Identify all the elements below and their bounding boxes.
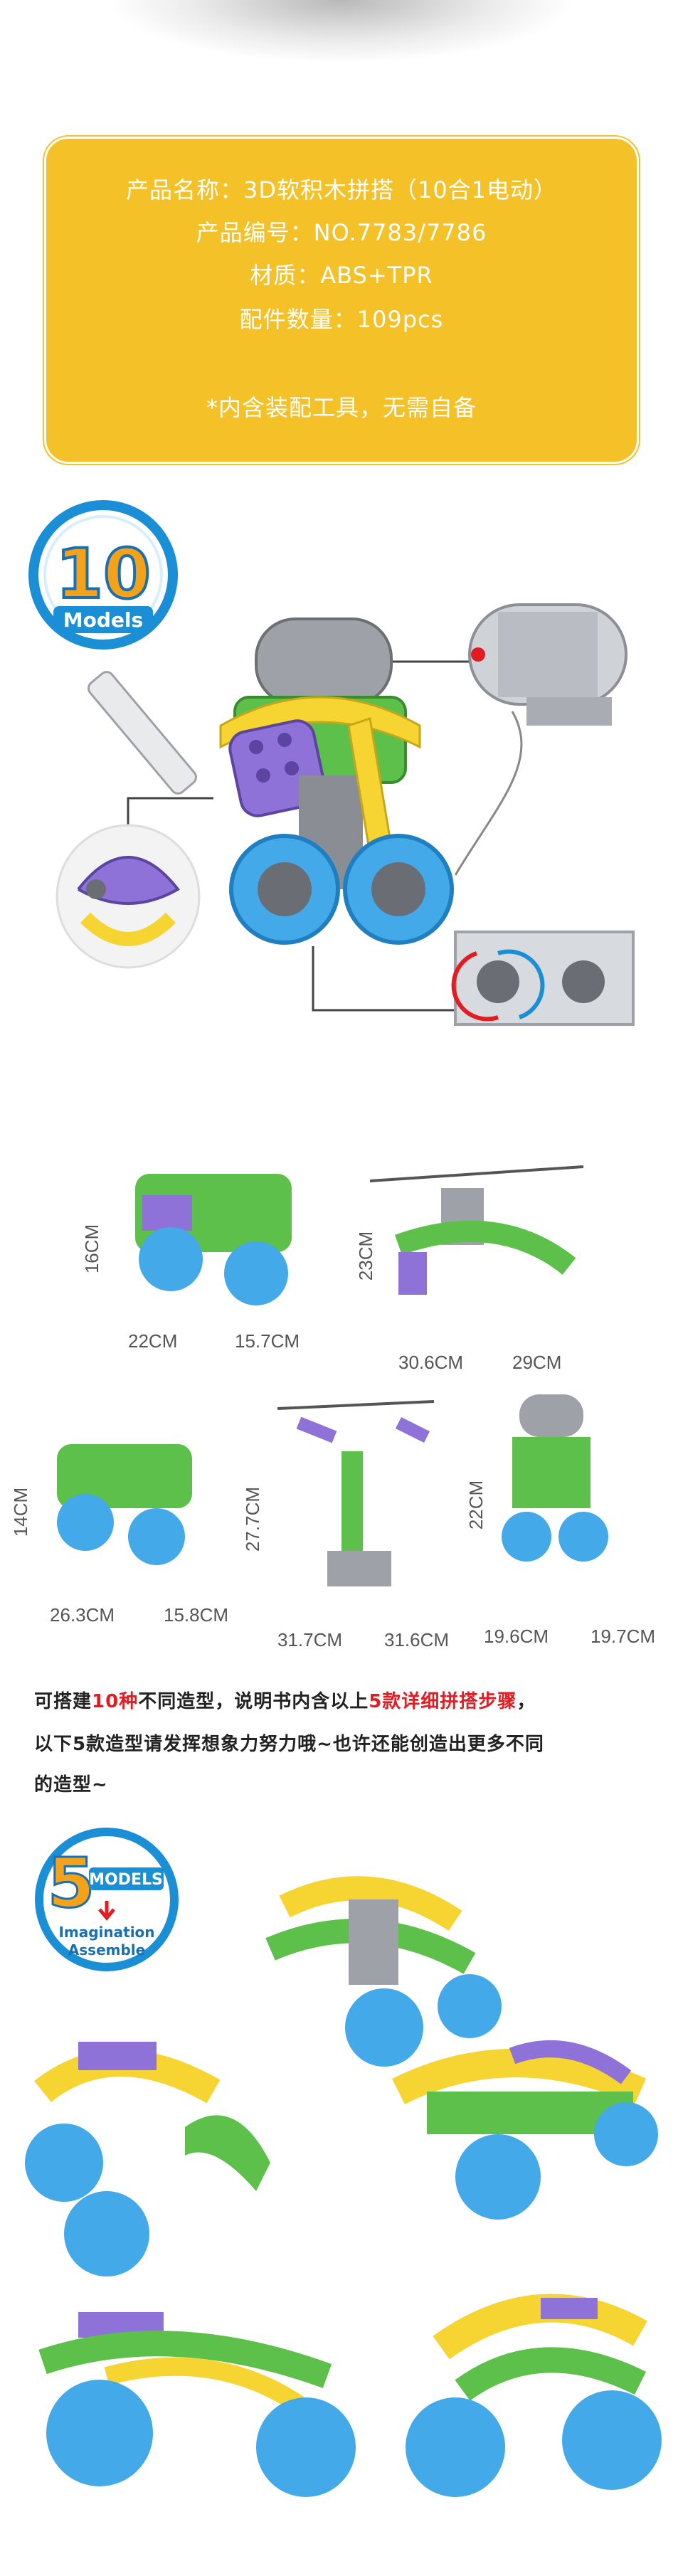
size-gallery-illustrations	[57, 1165, 608, 1586]
model-3-image	[57, 1444, 192, 1565]
connector-closeup	[451, 931, 635, 1026]
model-drone-image	[265, 1876, 502, 2067]
size-gallery: 16CM 22CM 15.7CM 23CM 30.6CM 29CM 14CM 2…	[0, 1138, 683, 1672]
top-shadow	[107, 0, 576, 64]
motor-closeup	[468, 603, 628, 726]
model-3-height: 14CM	[10, 1487, 32, 1537]
badge-five-line1: Imagination	[58, 1924, 154, 1941]
model-racer-image	[38, 2312, 356, 2497]
model-5-width: 19.6CM	[484, 1626, 549, 1647]
badge-ten-label: Models	[63, 608, 143, 632]
model-car-left-image	[25, 2042, 270, 2276]
model-1-width: 22CM	[128, 1330, 178, 1352]
tool-note: *内含装配工具，无需自备	[206, 394, 477, 421]
model-4-depth: 31.6CM	[384, 1629, 450, 1650]
product-material: 材质：ABS+TPR	[250, 262, 433, 289]
model-5-height: 22CM	[465, 1480, 487, 1530]
part-closeup	[55, 824, 201, 969]
model-5-depth: 19.7CM	[591, 1626, 656, 1647]
model-3-depth: 15.8CM	[164, 1604, 229, 1626]
imagination-illustrations: 5 MODELS Imagination Assemble	[25, 1828, 662, 2497]
imagination-models-section: 5 MODELS Imagination Assemble	[0, 1821, 683, 2573]
model-4-width: 31.7CM	[277, 1629, 343, 1650]
model-2-depth: 29CM	[512, 1352, 562, 1373]
notice-line-2: 以下5款造型请发挥想象力努力哦~也许还能创造出更多不同	[34, 1734, 544, 1755]
model-1-height: 16CM	[81, 1224, 103, 1274]
model-truck-image	[406, 2294, 662, 2497]
model-2-width: 30.6CM	[398, 1352, 464, 1373]
notice-line-1: 可搭建10种不同造型，说明书内含以上5款详细拼搭步骤，	[34, 1691, 536, 1712]
badge-ten-number: 10	[55, 534, 151, 614]
badge-five-models: MODELS	[89, 1871, 163, 1889]
hero-section: 10 Models	[0, 491, 683, 1131]
product-parts-count: 配件数量：109pcs	[239, 306, 444, 333]
robot-model	[87, 618, 454, 945]
model-4-height: 27.7CM	[242, 1486, 264, 1552]
product-info-card: 产品名称：3D软积木拼搭（10合1电动） 产品编号：NO.7783/7786 材…	[44, 137, 639, 464]
five-models-badge: 5 MODELS Imagination Assemble	[35, 1828, 179, 1971]
model-3-width: 26.3CM	[50, 1604, 115, 1626]
model-1-image	[135, 1174, 292, 1305]
product-name: 产品名称：3D软积木拼搭（10合1电动）	[125, 176, 558, 203]
model-1-depth: 15.7CM	[235, 1330, 300, 1352]
hero-illustration: 10 Models	[28, 500, 635, 1026]
ten-models-badge: 10 Models	[28, 500, 178, 650]
product-code: 产品编号：NO.7783/7786	[196, 219, 487, 246]
model-car-right-image	[392, 2040, 658, 2220]
notice-line-3: 的造型~	[34, 1774, 108, 1796]
model-2-image	[369, 1165, 584, 1295]
model-4-image	[277, 1400, 435, 1586]
badge-five-number: 5	[48, 1843, 95, 1923]
model-2-height: 23CM	[355, 1231, 377, 1281]
badge-five-line2: Assemble	[68, 1941, 145, 1958]
model-5-image	[502, 1394, 608, 1562]
